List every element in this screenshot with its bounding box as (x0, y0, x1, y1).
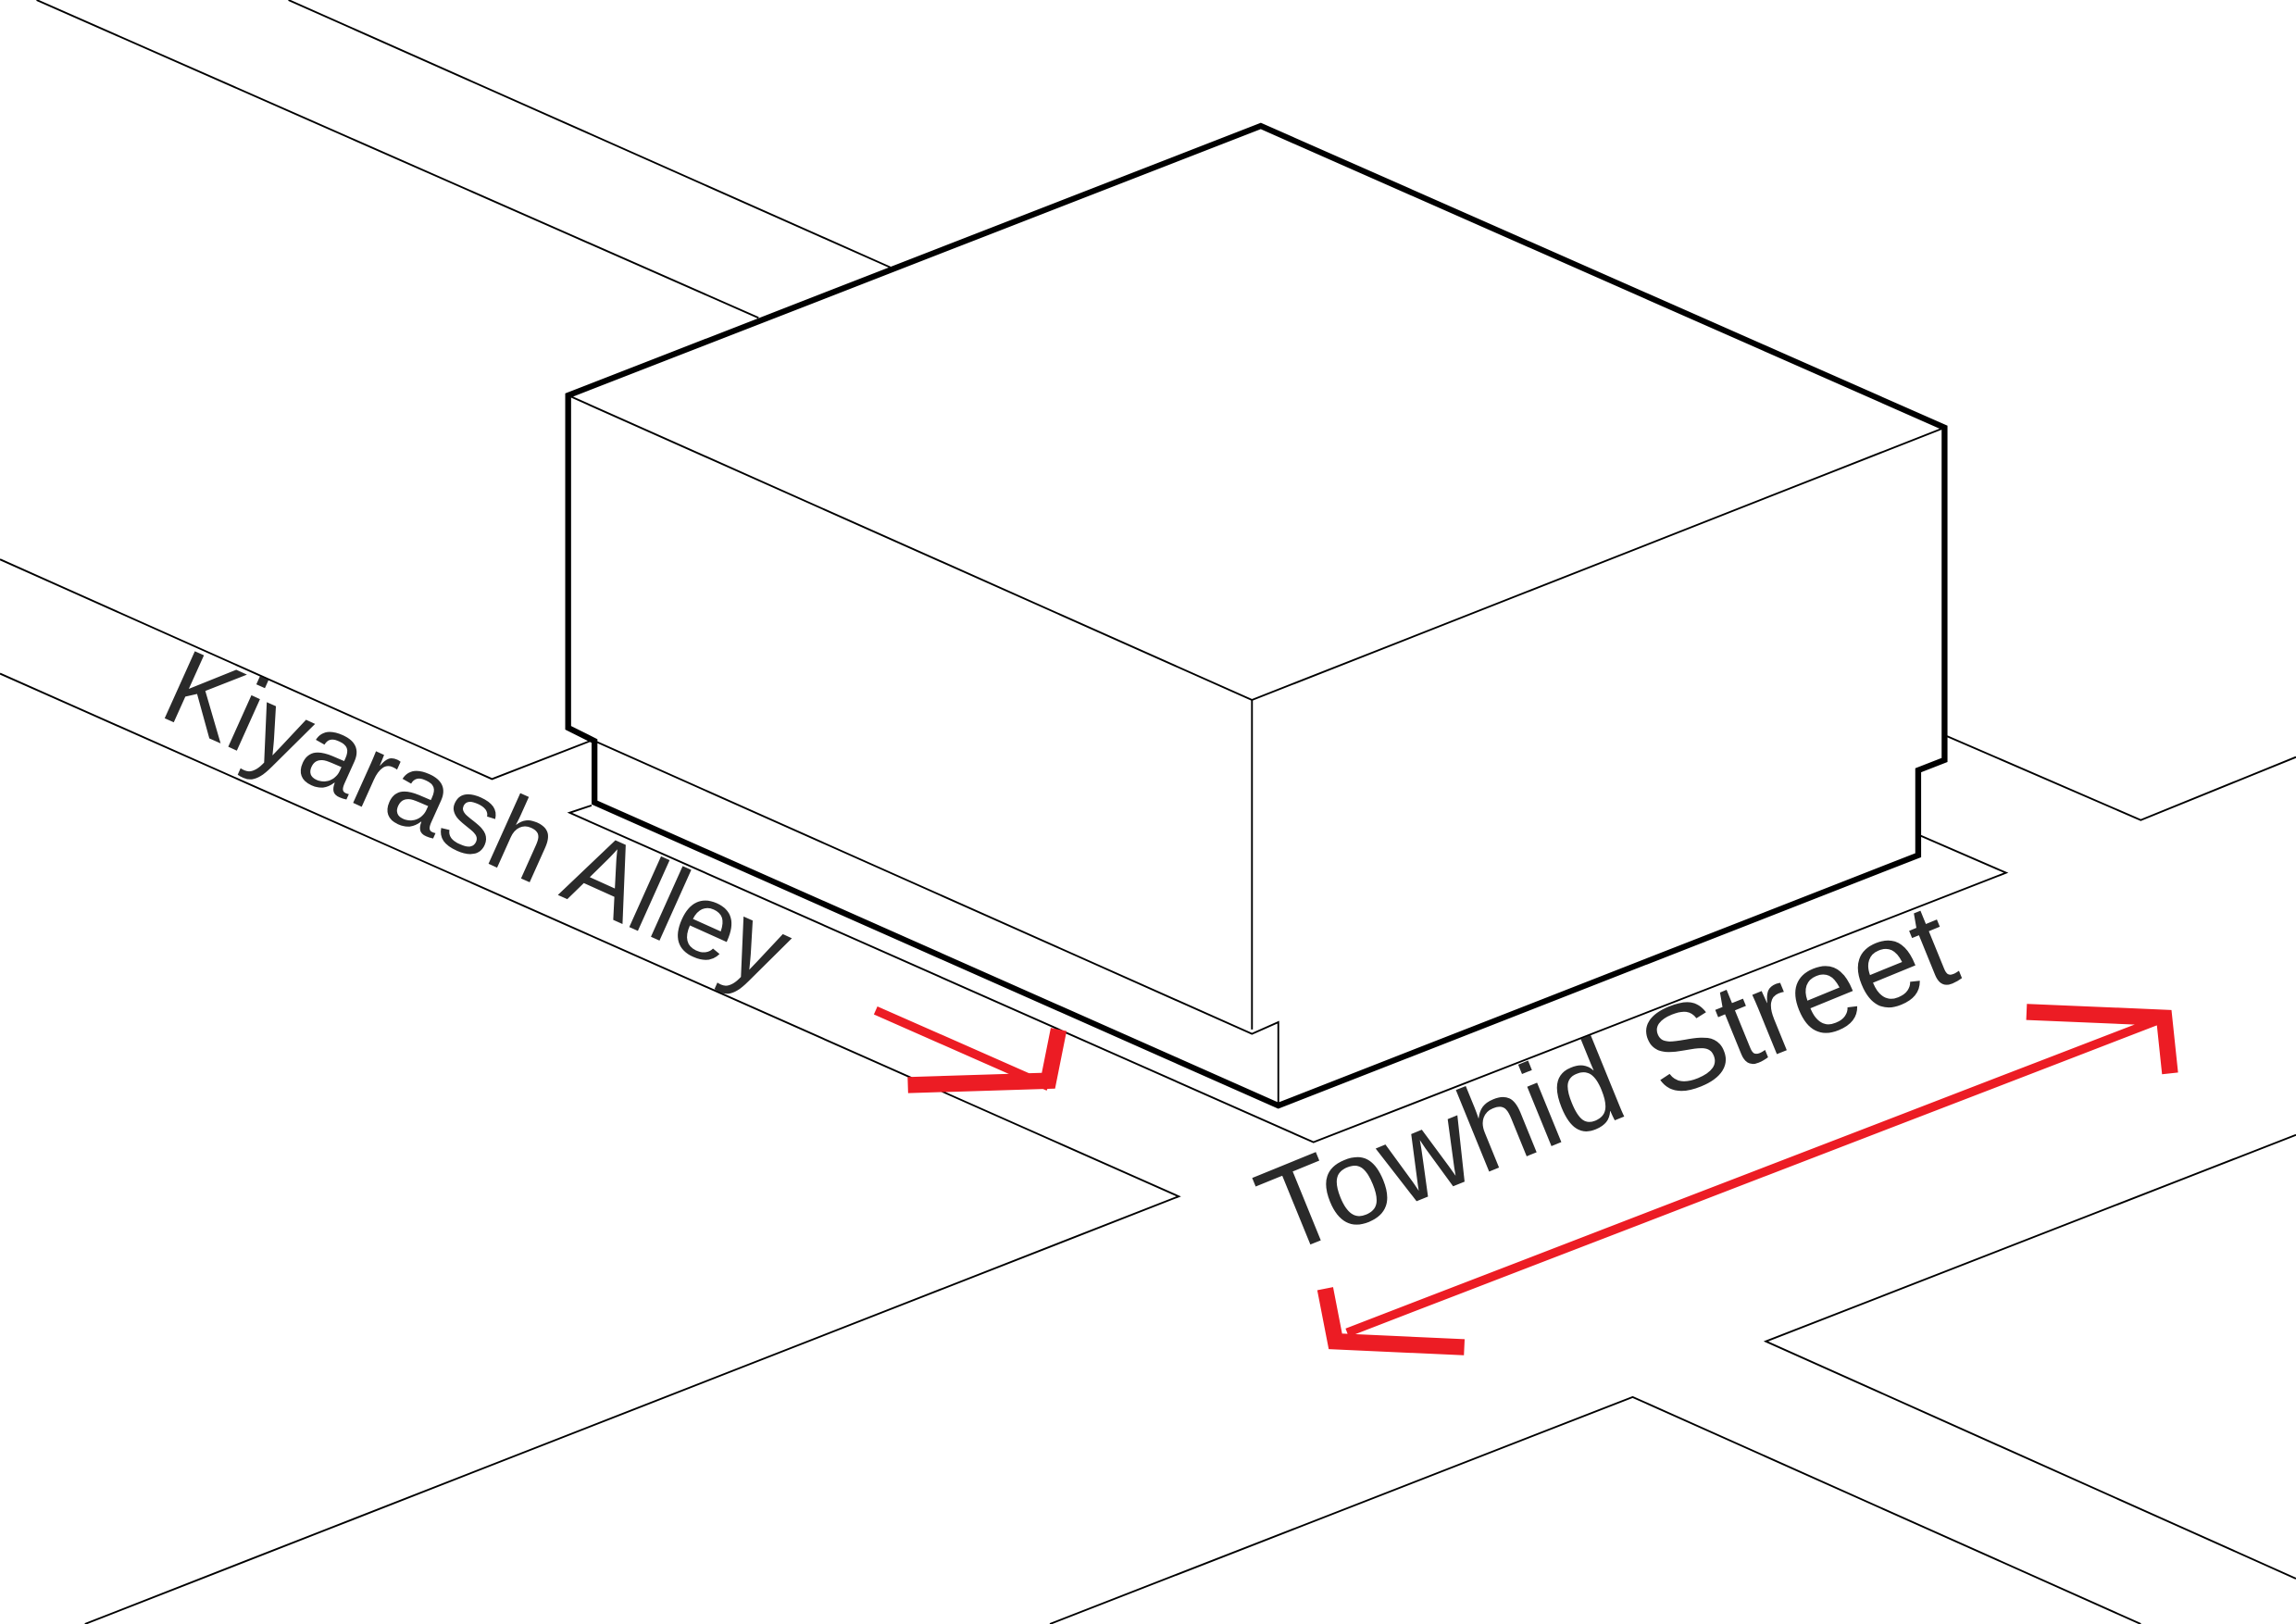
upper-block-edge-2 (288, 0, 892, 269)
street-arrow-shaft (1345, 1016, 2159, 1337)
right-upper-block-edge (1944, 734, 2296, 821)
building-inner-edges (568, 394, 1945, 1106)
street-arrow-head-left (1316, 1287, 1466, 1355)
site-plot-outline (567, 804, 2009, 1143)
setback-line (593, 740, 1279, 1106)
bottom-block-edge (1049, 1395, 2141, 1624)
building-massing (565, 122, 1948, 1109)
street-two-way-arrow (1316, 1004, 2178, 1355)
left-block-edge (0, 558, 591, 781)
right-lower-block-edge (1763, 1133, 2296, 1580)
alley-one-way-arrow (873, 1006, 1067, 1093)
street-arrow-head-right (2026, 1004, 2178, 1075)
alley-arrow-head (907, 1028, 1067, 1093)
upper-block-edge-1 (36, 0, 759, 319)
traffic-arrows (873, 1004, 2178, 1355)
alley-sidewalk-edge (0, 672, 1181, 1624)
